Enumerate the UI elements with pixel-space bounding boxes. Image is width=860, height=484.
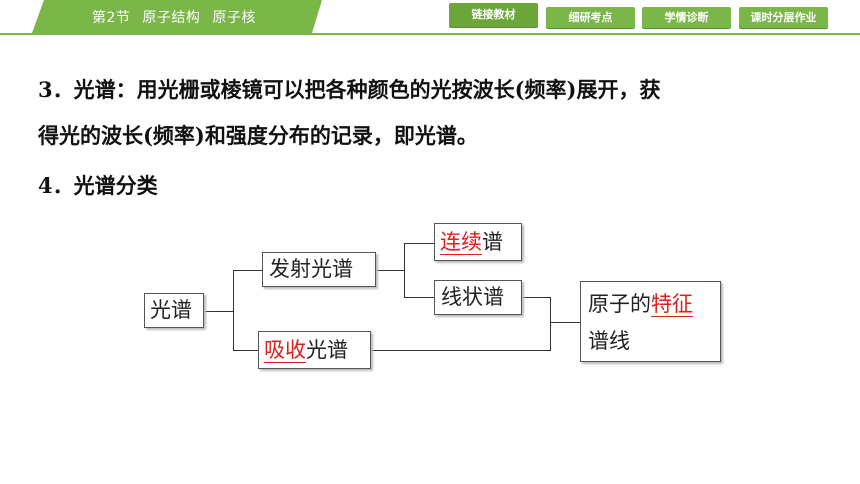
node-result-highlight: 特征 [651, 292, 693, 317]
paragraph-3-line-2: 得光的波长(频率)和强度分布的记录，即光谱。 [38, 123, 478, 148]
node-spectrum-label: 光谱 [150, 298, 192, 322]
section-title-b: 原子核 [212, 10, 256, 26]
paragraph-3-line-1: 3．光谱：用光栅或棱镜可以把各种颜色的光按波长(频率)展开，获 [38, 77, 661, 102]
connector [522, 297, 550, 298]
node-result-line-1: 原子的特征 [588, 286, 720, 323]
node-result-text-a: 原子的 [588, 292, 651, 316]
node-line-spectrum-label: 线状谱 [441, 285, 504, 309]
node-continuous-spectrum: 连续谱 [434, 223, 522, 261]
paragraph-4-heading: 4．光谱分类 [38, 173, 158, 198]
node-result-line-2: 谱线 [588, 329, 630, 353]
connector [404, 297, 434, 298]
section-title: 第2节原子结构原子核 [92, 7, 268, 27]
node-continuous-label: 谱 [482, 230, 503, 254]
node-absorption-highlight: 吸收 [264, 338, 306, 363]
connector [550, 322, 581, 323]
connector [404, 243, 434, 244]
node-absorption-label: 光谱 [306, 338, 348, 362]
connector [404, 243, 405, 297]
connector [204, 311, 233, 312]
node-line-spectrum: 线状谱 [434, 280, 522, 315]
connector [376, 270, 404, 271]
nav-study-points[interactable]: 细研考点 [546, 7, 635, 28]
node-emission-spectrum: 发射光谱 [262, 252, 376, 287]
connector [233, 350, 259, 351]
node-atomic-characteristic-lines: 原子的特征 谱线 [580, 281, 721, 362]
connector [233, 270, 234, 350]
node-emission-label: 发射光谱 [269, 257, 353, 281]
nav-homework[interactable]: 课时分层作业 [739, 7, 828, 28]
connector [233, 270, 263, 271]
node-spectrum: 光谱 [144, 293, 204, 328]
connector [371, 350, 551, 351]
top-bar: 第2节原子结构原子核 链接教材 细研考点 学情诊断 课时分层作业 [0, 0, 860, 35]
nav-link-textbook[interactable]: 链接教材 [449, 3, 538, 27]
nav-diagnosis[interactable]: 学情诊断 [642, 7, 731, 28]
section-number: 第2节 [92, 10, 131, 26]
section-title-tab [32, 0, 322, 33]
node-continuous-highlight: 连续 [440, 230, 482, 255]
section-title-a: 原子结构 [142, 10, 201, 26]
node-absorption-spectrum: 吸收光谱 [258, 331, 371, 369]
connector [550, 297, 551, 350]
